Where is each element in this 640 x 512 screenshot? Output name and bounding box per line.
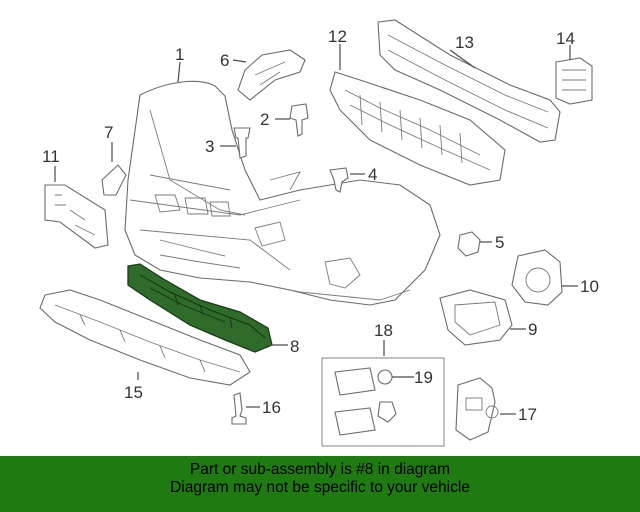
callout-1: 1 [175,45,184,64]
part-3-clip[interactable] [233,127,251,159]
part-13-reinforcement[interactable] [377,19,561,143]
callout-19: 19 [414,368,433,387]
callout-18: 18 [374,321,393,340]
callout-15: 15 [124,383,143,402]
part-info-banner: Part or sub-assembly is #8 in diagram Di… [0,456,640,512]
callout-17: 17 [518,405,537,424]
part-5-clip[interactable] [457,231,481,257]
part-4-clip[interactable] [329,167,349,193]
callout-12: 12 [328,27,347,46]
callout-6: 6 [220,51,229,70]
part-6-bracket[interactable] [237,49,306,101]
callout-3: 3 [205,137,214,156]
part-7-bracket[interactable] [101,164,127,196]
callout-2: 2 [260,110,269,129]
callout-9: 9 [528,320,537,339]
part-18-reflector-kit[interactable] [321,357,445,447]
callout-10: 10 [580,277,599,296]
callout-8: 8 [290,337,299,356]
part-11-side-bracket[interactable] [44,184,109,249]
part-9-fog-cover[interactable] [439,289,513,346]
callout-13: 13 [455,33,474,52]
exploded-parts-diagram: 1 6 2 3 4 7 [39,19,599,447]
part-16-bolt[interactable] [231,392,247,425]
banner-line-disclaimer: Diagram may not be specific to your vehi… [170,479,470,496]
part-10-fog-bracket[interactable] [511,249,563,306]
part-15-lower-cover[interactable] [39,289,251,386]
part-14-bracket[interactable] [555,57,593,105]
callout-16: 16 [262,398,281,417]
part-17-sensor-bracket[interactable] [455,377,499,441]
callout-7: 7 [104,123,113,142]
part-2-clip[interactable] [289,103,309,137]
part-1-bumper-cover[interactable] [124,80,441,306]
banner-line-part-number: Part or sub-assembly is #8 in diagram [189,461,451,478]
callout-4: 4 [368,165,377,184]
callout-14: 14 [556,29,575,48]
part-12-energy-absorber[interactable] [329,71,506,186]
callout-11: 11 [42,147,60,166]
callout-5: 5 [495,233,504,252]
